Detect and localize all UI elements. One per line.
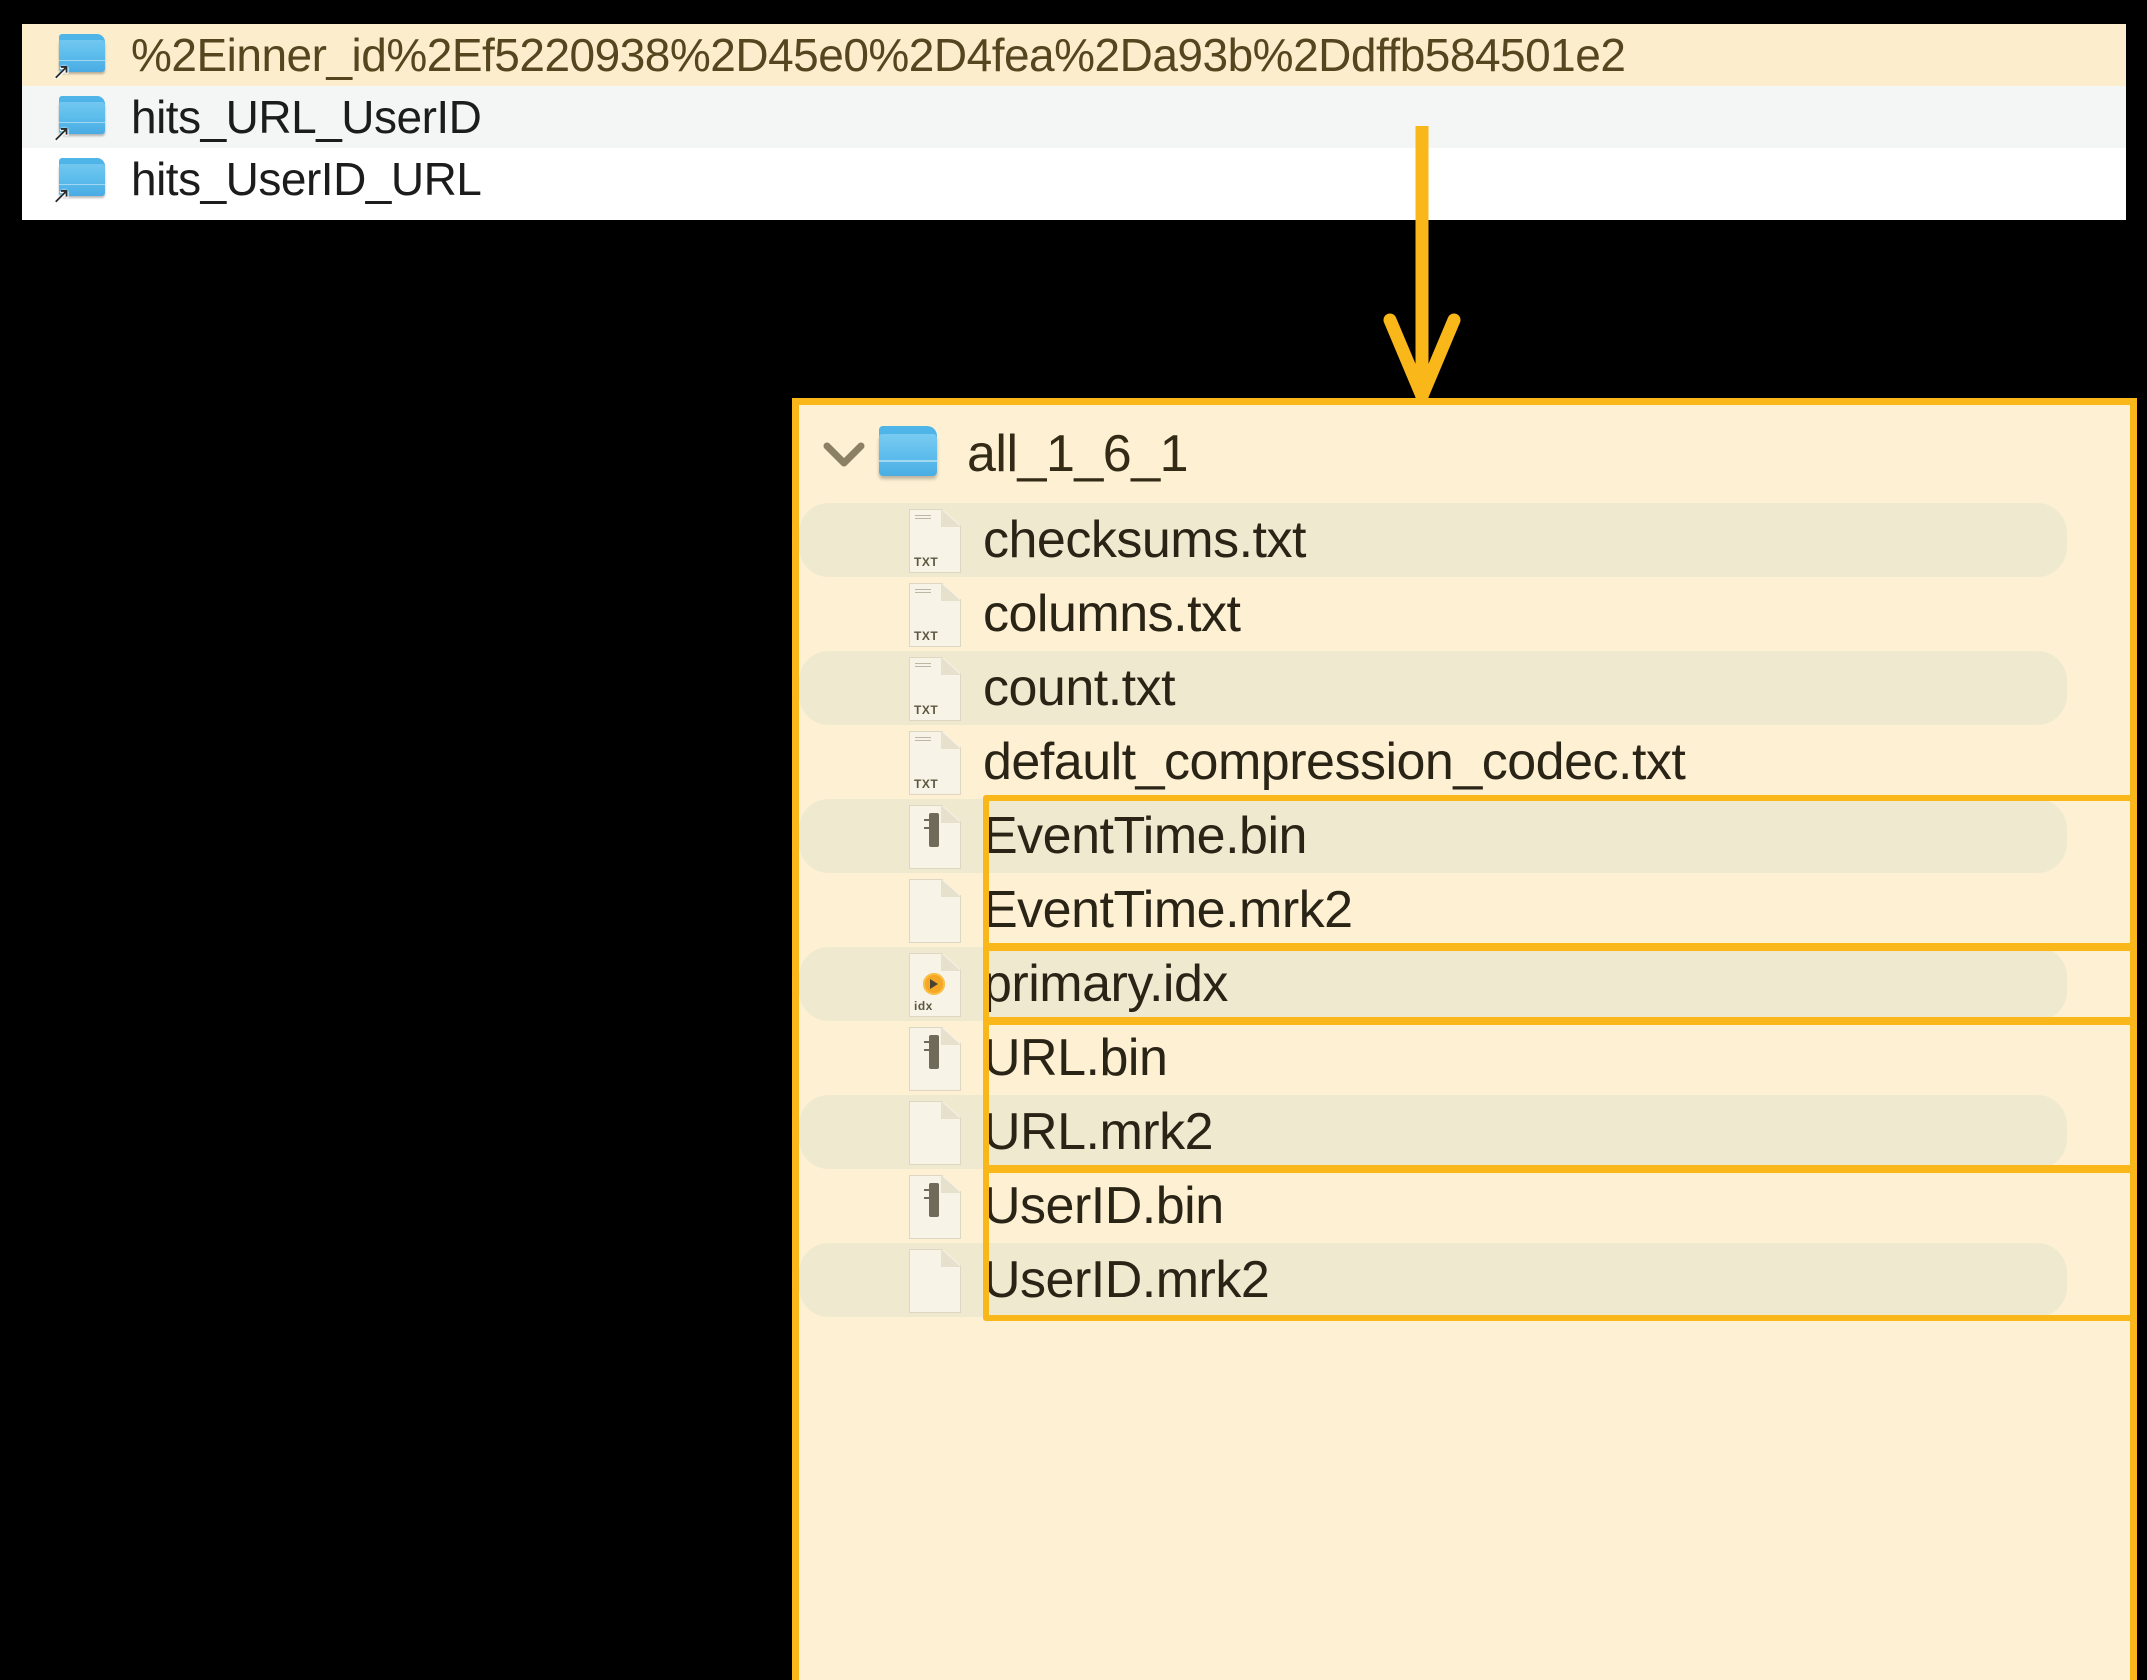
file-name-label: URL.bin <box>983 1029 1168 1087</box>
folder-alias-icon: ↗ <box>52 156 109 207</box>
idx-file-icon: idx <box>909 949 965 1019</box>
mrk-file-icon <box>909 1245 965 1315</box>
folder-alias-icon: ↗ <box>52 32 109 83</box>
file-row[interactable]: TXT checksums.txt <box>799 503 2130 577</box>
row-stripe <box>799 947 2067 1021</box>
row-stripe <box>799 1095 2067 1169</box>
file-name-label: checksums.txt <box>983 511 1306 569</box>
list-item[interactable]: ↗ hits_UserID_URL <box>22 148 2126 210</box>
row-stripe <box>799 651 2067 725</box>
list-item-label: hits_URL_UserID <box>131 91 482 143</box>
mrk-file-icon <box>909 875 965 945</box>
txt-file-icon: TXT <box>909 579 965 649</box>
directory-listing-panel: ↗ %2Einner_id%2Ef5220938%2D45e0%2D4fea%2… <box>22 24 2126 220</box>
tree-folder-row[interactable]: all_1_6_1 <box>799 405 2130 503</box>
txt-file-icon: TXT <box>909 505 965 575</box>
row-stripe <box>799 1243 2067 1317</box>
txt-file-icon: TXT <box>909 727 965 797</box>
file-name-label: URL.mrk2 <box>983 1103 1214 1161</box>
list-item-label: hits_UserID_URL <box>131 153 482 205</box>
list-item[interactable]: ↗ %2Einner_id%2Ef5220938%2D45e0%2D4fea%2… <box>22 24 2126 86</box>
file-row[interactable]: EventTime.mrk2 <box>799 873 2130 947</box>
mrk-file-icon <box>909 1097 965 1167</box>
bin-file-icon <box>909 1023 965 1093</box>
file-name-label: UserID.mrk2 <box>983 1251 1270 1309</box>
file-row[interactable]: TXT count.txt <box>799 651 2130 725</box>
file-row[interactable]: TXT default_compression_codec.txt <box>799 725 2130 799</box>
folder-icon <box>879 426 945 482</box>
bin-file-icon <box>909 801 965 871</box>
file-row[interactable]: idx primary.idx <box>799 947 2130 1021</box>
file-row[interactable]: EventTime.bin <box>799 799 2130 873</box>
file-name-label: EventTime.mrk2 <box>983 881 1353 939</box>
file-row[interactable]: URL.bin <box>799 1021 2130 1095</box>
file-row[interactable]: URL.mrk2 <box>799 1095 2130 1169</box>
txt-file-icon: TXT <box>909 653 965 723</box>
file-name-label: EventTime.bin <box>983 807 1307 865</box>
list-item-label: %2Einner_id%2Ef5220938%2D45e0%2D4fea%2Da… <box>131 29 1626 81</box>
bin-file-icon <box>909 1171 965 1241</box>
file-name-label: primary.idx <box>983 955 1228 1013</box>
file-row[interactable]: TXT columns.txt <box>799 577 2130 651</box>
file-name-label: count.txt <box>983 659 1176 717</box>
row-stripe <box>799 799 2067 873</box>
file-name-label: UserID.bin <box>983 1177 1224 1235</box>
file-row[interactable]: UserID.bin <box>799 1169 2130 1243</box>
folder-label: all_1_6_1 <box>967 425 1189 483</box>
file-name-label: default_compression_codec.txt <box>983 733 1686 791</box>
row-stripe <box>799 503 2067 577</box>
list-item[interactable]: ↗ hits_URL_UserID <box>22 86 2126 148</box>
chevron-down-icon[interactable] <box>821 431 867 477</box>
folder-alias-icon: ↗ <box>52 94 109 145</box>
file-name-label: columns.txt <box>983 585 1241 643</box>
file-row[interactable]: UserID.mrk2 <box>799 1243 2130 1317</box>
